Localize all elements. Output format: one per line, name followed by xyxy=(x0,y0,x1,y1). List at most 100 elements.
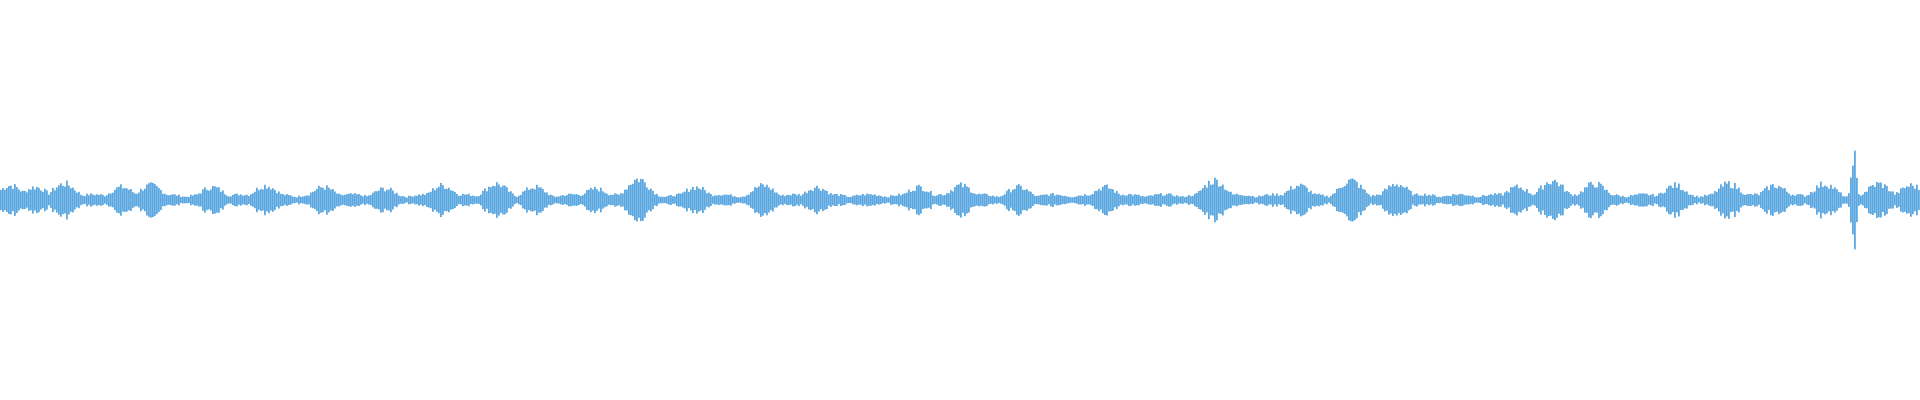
waveform-bar xyxy=(1510,187,1512,213)
waveform-bar xyxy=(768,187,770,213)
waveform-bar xyxy=(1852,165,1854,235)
waveform-bar xyxy=(1476,197,1478,203)
waveform-bar xyxy=(1212,184,1214,216)
waveform-bar xyxy=(1208,180,1210,220)
waveform-bar xyxy=(340,194,342,206)
waveform-bar xyxy=(540,187,542,213)
waveform-bar xyxy=(378,190,380,210)
waveform-bar xyxy=(1768,190,1770,210)
waveform-bar xyxy=(1644,193,1646,207)
waveform-bar xyxy=(1434,195,1436,205)
waveform-bar xyxy=(1504,192,1506,208)
waveform-bar xyxy=(816,185,818,215)
waveform-bar xyxy=(334,191,336,209)
waveform-bar xyxy=(1688,194,1690,206)
waveform-bar xyxy=(666,196,668,204)
waveform-bar xyxy=(1800,194,1802,206)
waveform-bar xyxy=(406,197,408,203)
waveform-bar xyxy=(948,193,950,207)
waveform-bar xyxy=(1020,185,1022,215)
waveform-bar xyxy=(934,196,936,204)
waveform-bar xyxy=(186,196,188,204)
waveform-bar xyxy=(1916,184,1918,216)
waveform-bar xyxy=(1416,193,1418,207)
waveform-bar xyxy=(570,193,572,207)
waveform-bar xyxy=(742,196,744,204)
waveform-bar xyxy=(1154,194,1156,206)
waveform-bar xyxy=(1004,194,1006,206)
waveform-bar xyxy=(1300,183,1302,217)
waveform-bar xyxy=(1012,189,1014,211)
waveform-bar xyxy=(50,192,52,208)
waveform-bar xyxy=(1386,189,1388,211)
waveform-bar xyxy=(438,186,440,214)
waveform-bar xyxy=(254,191,256,209)
waveform-bar xyxy=(460,195,462,205)
waveform-bar xyxy=(1182,196,1184,204)
waveform-bar xyxy=(430,191,432,209)
waveform-bar xyxy=(1226,190,1228,210)
waveform-bar xyxy=(172,194,174,206)
waveform-bar xyxy=(1894,194,1896,206)
waveform-bar xyxy=(1696,195,1698,205)
waveform-bar xyxy=(58,185,60,215)
waveform-bar xyxy=(56,187,58,213)
waveform-bar xyxy=(1858,194,1860,206)
waveform-bar xyxy=(1728,181,1730,219)
waveform-bar xyxy=(180,196,182,204)
waveform-bar xyxy=(1698,197,1700,203)
waveform-bar xyxy=(532,188,534,212)
waveform-bar xyxy=(1156,194,1158,206)
waveform-bar xyxy=(358,194,360,206)
waveform-bar xyxy=(956,185,958,215)
waveform-bar xyxy=(1192,195,1194,205)
waveform-bar xyxy=(368,195,370,205)
waveform-bar xyxy=(1370,196,1372,204)
waveform-bar xyxy=(1732,188,1734,212)
waveform-bar xyxy=(1446,195,1448,205)
waveform-bar xyxy=(484,188,486,212)
waveform-bar xyxy=(1720,184,1722,216)
waveform-bar xyxy=(1128,194,1130,206)
waveform-bar xyxy=(380,187,382,213)
waveform-bar xyxy=(1298,186,1300,214)
waveform-bar xyxy=(582,195,584,205)
waveform-bar xyxy=(1186,196,1188,204)
waveform-bar xyxy=(542,189,544,211)
waveform-bar xyxy=(1490,194,1492,206)
waveform-bar xyxy=(678,193,680,207)
waveform-bar xyxy=(1276,193,1278,207)
waveform-bar xyxy=(830,193,832,207)
waveform-bar xyxy=(1664,192,1666,208)
waveform-bar xyxy=(708,192,710,208)
waveform-bar xyxy=(904,193,906,207)
waveform-bar xyxy=(1228,191,1230,209)
waveform-bar xyxy=(1378,194,1380,206)
waveform-bar xyxy=(1184,197,1186,203)
waveform-bar xyxy=(416,195,418,205)
waveform-bar xyxy=(1830,184,1832,216)
waveform-bar xyxy=(1910,183,1912,217)
waveform-bar xyxy=(434,190,436,210)
waveform-bar xyxy=(1436,196,1438,204)
waveform-bar xyxy=(502,185,504,215)
waveform-bar xyxy=(404,196,406,204)
waveform-bar xyxy=(82,195,84,205)
waveform-bar xyxy=(1318,193,1320,207)
waveform-bar xyxy=(10,185,12,215)
waveform-bar xyxy=(794,193,796,207)
waveform-bar xyxy=(1814,191,1816,209)
waveform-bar xyxy=(26,192,28,208)
waveform-bar xyxy=(818,188,820,212)
waveform-bar xyxy=(208,190,210,210)
waveform-bar xyxy=(1052,193,1054,207)
waveform-bar xyxy=(1180,196,1182,204)
waveform-bar xyxy=(1372,194,1374,206)
waveform-bar xyxy=(1050,193,1052,207)
waveform-bar xyxy=(728,194,730,206)
waveform-bar xyxy=(584,193,586,207)
waveform-bar xyxy=(1610,194,1612,206)
waveform-bar xyxy=(772,188,774,212)
